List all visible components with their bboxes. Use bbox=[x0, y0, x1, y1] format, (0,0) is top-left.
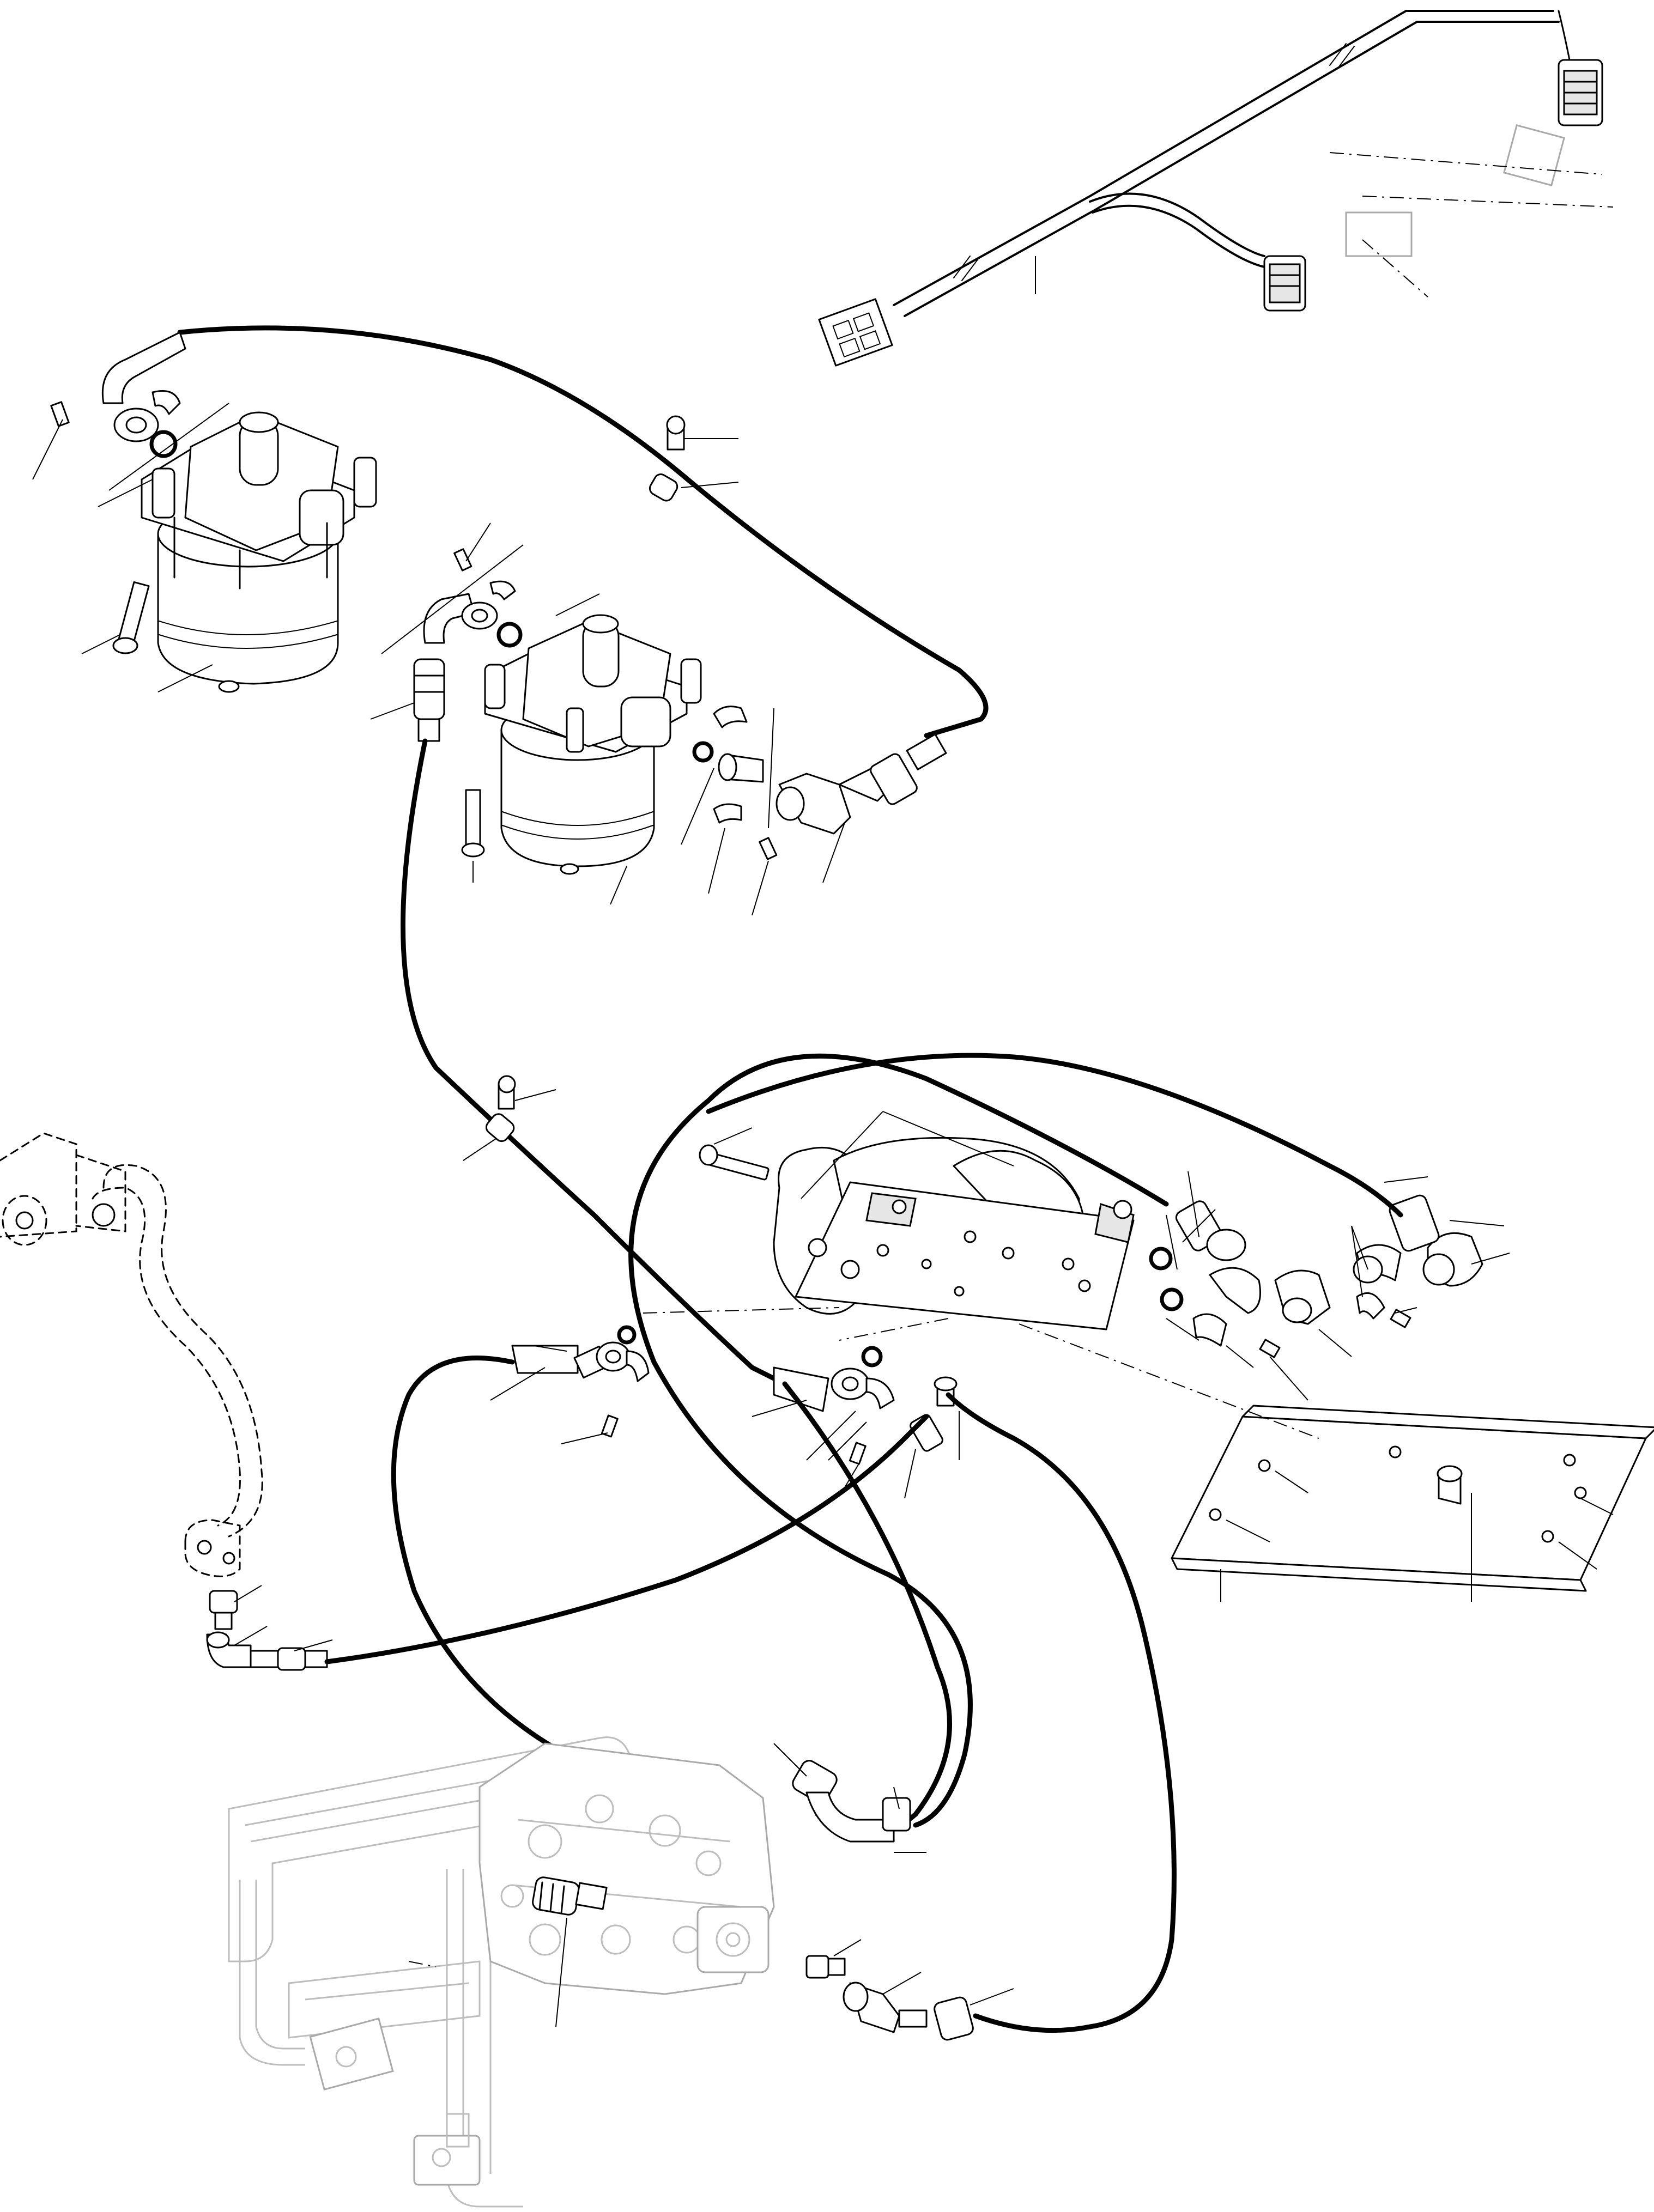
elbow-fitting-2 bbox=[423, 580, 523, 648]
ghost-pipe bbox=[102, 1164, 263, 1538]
connector-plug-top bbox=[1558, 10, 1603, 126]
hose-end-fitting-2 bbox=[413, 658, 445, 742]
connector-plug-mid bbox=[1263, 255, 1306, 312]
leader-2b bbox=[381, 544, 524, 654]
centerline-pump bbox=[408, 1961, 437, 1967]
leader-2f bbox=[708, 828, 725, 894]
brake-hose-loop-right bbox=[628, 1053, 1169, 1828]
centerline-bracket bbox=[1019, 1323, 1319, 1439]
hose-left-to-valve bbox=[324, 1414, 929, 1664]
accumulator-icon bbox=[484, 614, 702, 875]
centerline-left bbox=[643, 1307, 840, 1314]
fitting-cluster-middle bbox=[752, 1346, 960, 1499]
pump-fittings-lower bbox=[805, 1939, 1014, 2041]
hose-clamp-upper bbox=[649, 415, 739, 502]
bolt-valve-block bbox=[699, 1127, 770, 1181]
valve-block-fittings bbox=[1149, 1194, 1483, 1358]
pump-hose-fitting bbox=[532, 1876, 608, 2027]
brake-hose-lower-right bbox=[946, 1392, 1177, 2033]
left-fittings bbox=[206, 1585, 333, 1671]
wiring-harness bbox=[893, 10, 1560, 317]
leader-1c bbox=[157, 664, 213, 692]
bolt-2b bbox=[461, 789, 485, 883]
elbow-fitting-1 bbox=[101, 331, 186, 458]
bolt-2a bbox=[453, 522, 491, 572]
leader-2c bbox=[370, 702, 415, 720]
hose-clamp-middle bbox=[463, 1075, 556, 1161]
ghost-flange bbox=[184, 1519, 241, 1577]
leader-2a bbox=[555, 593, 600, 616]
brake-hose-upper bbox=[177, 325, 989, 738]
ghost-connectors bbox=[1329, 124, 1614, 297]
valve-block-icon bbox=[773, 1137, 1135, 1330]
leader-2i bbox=[822, 822, 845, 883]
fitting-cluster-left bbox=[490, 1325, 650, 1444]
connector-icon bbox=[818, 298, 893, 367]
bolt-1a bbox=[32, 401, 70, 480]
leader-1a bbox=[98, 479, 153, 507]
valve-leaders bbox=[801, 1111, 1510, 1401]
brake-hose-upper-right bbox=[706, 1053, 1403, 1218]
centerline-valve bbox=[839, 1318, 949, 1341]
leader-2e bbox=[681, 768, 714, 845]
pump-icon bbox=[228, 1736, 775, 2208]
ghost-motor bbox=[0, 1132, 126, 1246]
accumulator-icon bbox=[141, 411, 377, 693]
port-fittings-2 bbox=[692, 706, 778, 860]
elbow-fitting-2b bbox=[775, 733, 947, 835]
leader-2h bbox=[768, 708, 774, 829]
pump-elbow-right bbox=[773, 1743, 926, 1853]
mounting-bracket bbox=[1171, 1405, 1654, 1602]
leader-1b bbox=[108, 403, 229, 491]
leader-2d bbox=[610, 866, 627, 905]
ghost-pipe-outer bbox=[92, 1187, 241, 1527]
leader-2g bbox=[752, 860, 769, 916]
bolt-1b bbox=[81, 581, 150, 654]
